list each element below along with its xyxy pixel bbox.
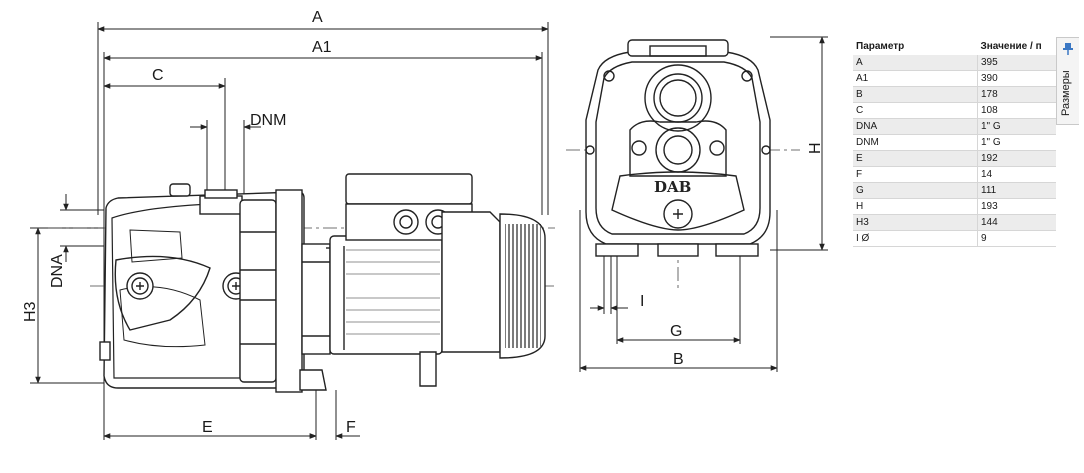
- sizes-side-tab-label: Размеры: [1060, 70, 1072, 116]
- brand-logo: DAB: [654, 178, 691, 196]
- column-header-value[interactable]: Значение / п: [977, 37, 1056, 55]
- cell-value: 1" G: [977, 134, 1056, 151]
- cell-param: F: [853, 166, 978, 183]
- cell-param: C: [853, 102, 978, 119]
- pump-front-view: [585, 39, 771, 257]
- pump-dimension-drawing: A A1 C DNM E F H3 DNA: [22, 9, 828, 440]
- cell-value: 108: [977, 102, 1056, 119]
- cell-param: B: [853, 86, 978, 103]
- cell-value: 395: [977, 55, 1056, 71]
- side-view-dimensions: [30, 22, 549, 440]
- cell-value: 178: [977, 86, 1056, 103]
- dim-label-dna: DNA: [49, 254, 66, 288]
- cell-param: H: [853, 198, 978, 215]
- pump-side-view: [99, 173, 546, 393]
- cell-value: 14: [977, 166, 1056, 183]
- dim-label-g: G: [670, 323, 682, 340]
- cell-value: 144: [977, 214, 1056, 231]
- dim-label-a: A: [312, 9, 323, 26]
- cell-param: G: [853, 182, 978, 199]
- cell-param: I Ø: [853, 230, 978, 247]
- dim-label-h3: H3: [22, 301, 39, 322]
- cell-value: 390: [977, 70, 1056, 87]
- cell-param: A1: [853, 70, 978, 87]
- sizes-side-tab[interactable]: Размеры: [1056, 37, 1079, 125]
- cell-value: 9: [977, 230, 1056, 247]
- cell-value: 1" G: [977, 118, 1056, 135]
- cell-param: DNM: [853, 134, 978, 151]
- cell-value: 192: [977, 150, 1056, 167]
- table-header-row: Параметр Значение / п: [853, 37, 1056, 55]
- cell-param: A: [853, 55, 978, 71]
- dim-label-dnm: DNM: [250, 112, 286, 129]
- cell-value: 193: [977, 198, 1056, 215]
- dim-label-b: B: [673, 351, 684, 368]
- dim-label-e: E: [202, 419, 213, 436]
- cell-param: E: [853, 150, 978, 167]
- dim-label-a1: A1: [312, 39, 332, 56]
- pin-icon[interactable]: [1061, 42, 1075, 56]
- dim-label-c: C: [152, 67, 164, 84]
- column-header-param[interactable]: Параметр: [853, 37, 978, 55]
- dim-label-h: H: [807, 142, 824, 154]
- cell-value: 111: [977, 182, 1056, 199]
- dim-label-i: I: [640, 293, 644, 310]
- cell-param: H3: [853, 214, 978, 231]
- dim-label-f: F: [346, 419, 356, 436]
- cell-param: DNA: [853, 118, 978, 135]
- front-view-dimensions: [579, 36, 828, 372]
